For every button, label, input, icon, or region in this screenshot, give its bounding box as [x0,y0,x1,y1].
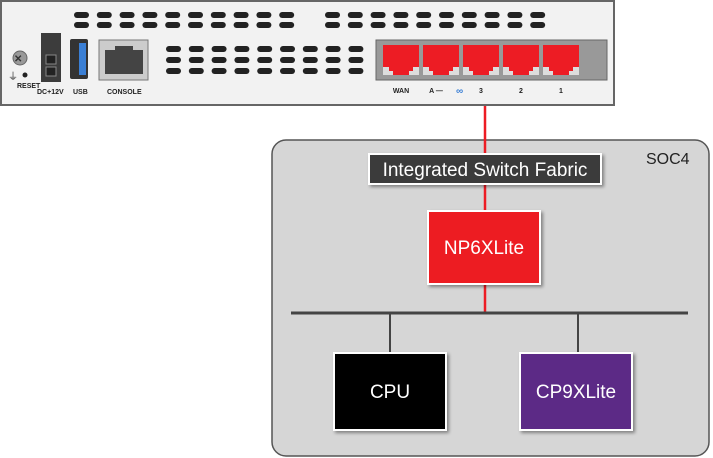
vent-slot [211,46,227,52]
vent-slot [302,46,318,52]
vent-slot [439,22,454,28]
vent-slot [142,22,158,28]
ethernet-port: WAN [383,45,419,95]
vent-slot [256,12,272,18]
vent-slot [233,12,249,18]
vent-slot [280,46,295,52]
vent-slot [96,12,112,18]
vent-slot [347,22,363,28]
soc-title: SOC4 [646,151,690,168]
vent-slot [211,68,227,74]
vent-slot [530,12,546,18]
cpu-box [333,352,447,431]
ground-screw-icon [12,50,28,66]
vent-slot [325,22,340,28]
integrated-switch-fabric [368,153,602,185]
link-aggregation-icon: ∞ [456,86,463,97]
vent-slot [165,22,181,28]
port-label: 3 [479,88,483,95]
vent-slots [74,12,546,74]
vent-slot [188,68,204,74]
vent-slot [234,46,250,52]
cp9xlite-label: CP9XLite [536,382,616,403]
vent-slot [119,22,135,28]
vent-slot [279,12,295,18]
vent-slot [530,22,546,28]
port-label: 2 [519,88,523,95]
vent-slot [188,22,203,28]
vent-slot [188,46,204,52]
np6xlite-box [427,210,541,285]
switch-fabric-label: Integrated Switch Fabric [383,160,588,181]
port-label: 1 [559,88,563,95]
vent-slot [96,22,112,28]
vent-slot [393,12,409,18]
vent-slot [74,12,89,18]
vent-slot [233,22,249,28]
vent-slot [302,57,318,63]
cp9xlite-box [519,352,633,431]
vent-slot [325,68,341,74]
vent-slot [234,68,250,74]
console-label: CONSOLE [107,89,142,96]
vent-slot [279,22,295,28]
cpu-label: CPU [370,382,410,403]
ethernet-port: 3 [463,45,499,95]
ground-icon: ⏚ [8,71,18,83]
reset-label: RESET [17,83,41,90]
vent-slot [257,46,273,52]
vent-slot [166,57,181,63]
vent-slot [166,68,181,74]
vent-slot [370,22,386,28]
vent-slot [416,12,432,18]
vent-slot [347,12,363,18]
vent-slot [461,22,477,28]
vent-slot [256,22,272,28]
ethernet-port: 2 [503,45,539,95]
vent-slot [416,22,432,28]
reset-button[interactable] [22,72,28,78]
vent-slot [119,12,135,18]
vent-slot [325,12,340,18]
vent-slot [393,22,409,28]
vent-slot [188,57,204,63]
vent-slot [348,57,364,63]
ethernet-port: A — [423,45,459,95]
ethernet-port: 1 [543,45,579,95]
svg-text:✕: ✕ [14,54,22,65]
vent-slot [507,22,523,28]
np6xlite-label: NP6XLite [444,238,524,259]
vent-slot [302,68,318,74]
vent-slot [142,12,158,18]
vent-slot [439,12,454,18]
port-label: A — [429,88,443,95]
vent-slot [211,57,227,63]
vent-slot [325,57,341,63]
vent-slot [234,57,250,63]
vent-slot [74,22,89,28]
vent-slot [210,22,226,28]
vent-slot [188,12,203,18]
usb-label: USB [73,89,88,96]
vent-slot [165,12,181,18]
vent-slot [348,46,364,52]
vent-slot [166,46,181,52]
vent-slot [507,12,523,18]
vent-slot [257,57,273,63]
vent-slot [461,12,477,18]
dc-label: DC+12V [37,89,64,96]
vent-slot [348,68,364,74]
vent-slot [370,12,386,18]
vent-slot [210,12,226,18]
vent-slot [484,22,500,28]
port-label: WAN [393,88,409,95]
vent-slot [484,12,500,18]
vent-slot [257,68,273,74]
vent-slot [280,57,295,63]
vent-slot [325,46,341,52]
vent-slot [280,68,295,74]
